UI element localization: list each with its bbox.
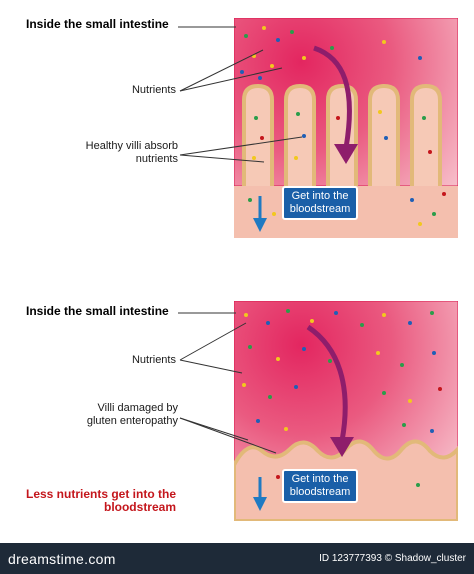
- footer-bar: dreamstime.com ID 123777393 © Shadow_clu…: [0, 543, 474, 574]
- bottom-nutrient-dots: [242, 309, 442, 487]
- bottom-warning-label: Less nutrients get into the bloodstream: [10, 488, 176, 514]
- bottom-absorption-arrow: [306, 324, 348, 442]
- bottom-intestine-illustration: [234, 301, 458, 521]
- top-villi: [242, 83, 442, 190]
- top-villi-label-line2: nutrients: [135, 153, 178, 165]
- top-nutrients-label: Nutrients: [131, 84, 176, 96]
- top-absorption-arrow: [313, 45, 352, 149]
- bottom-bloodstream-line1: Get into the: [291, 473, 349, 485]
- top-heading: Inside the small intestine: [26, 17, 169, 31]
- bottom-heading: Inside the small intestine: [26, 304, 169, 318]
- top-bloodstream-line1: Get into the: [291, 190, 349, 202]
- top-villi-label-line1: Healthy villi absorb: [85, 140, 178, 152]
- top-bloodstream-label: Get into the bloodstream: [282, 186, 358, 220]
- top-bloodstream-line2: bloodstream: [289, 203, 351, 215]
- footer-brand: dreamstime.com: [8, 551, 116, 567]
- bottom-nutrients-label: Nutrients: [131, 354, 176, 366]
- bottom-blood-arrowhead: [253, 497, 267, 511]
- bottom-villi-label: Villi damaged by gluten enteropathy: [40, 402, 178, 428]
- bottom-villi-label-line2: gluten enteropathy: [86, 415, 178, 427]
- footer-id: ID 123777393 © Shadow_cluster: [319, 553, 466, 564]
- top-absorption-arrowhead: [334, 144, 358, 164]
- bottom-bloodstream-label: Get into the bloodstream: [282, 469, 358, 503]
- bottom-absorption-arrowhead: [330, 437, 354, 457]
- top-villi-label: Healthy villi absorb nutrients: [40, 140, 178, 166]
- bottom-warning-line1: Less nutrients get into the: [25, 487, 176, 501]
- bottom-villi-label-line1: Villi damaged by: [97, 402, 178, 414]
- top-intestine-illustration: [234, 18, 458, 238]
- bottom-warning-line2: bloodstream: [103, 500, 176, 514]
- bottom-bloodstream-line2: bloodstream: [289, 486, 351, 498]
- top-blood-arrowhead: [253, 218, 267, 232]
